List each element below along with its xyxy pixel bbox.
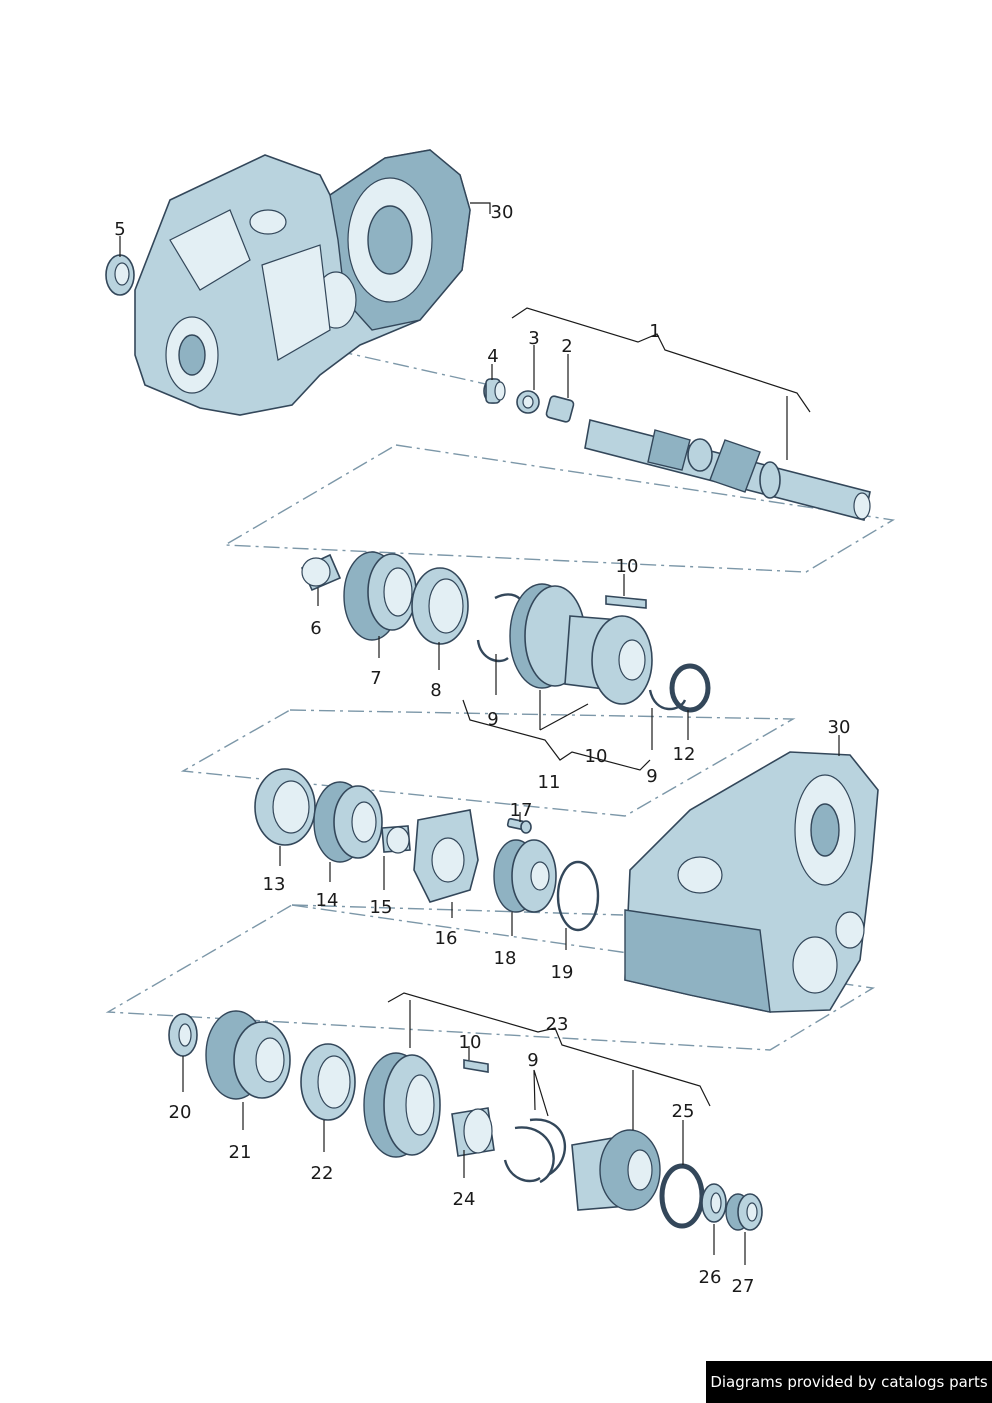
- ring-25: [659, 1163, 705, 1229]
- synchro-ring-22: [300, 1043, 356, 1121]
- callout-12: 12: [673, 744, 696, 765]
- credit-banner: Diagrams provided by catalogs parts: [706, 1361, 992, 1403]
- circlip-9-lower: [503, 1118, 566, 1184]
- callout-1: 1: [649, 321, 660, 342]
- needle-bearing-15: [381, 825, 411, 854]
- callout-30-upper: 30: [491, 202, 514, 223]
- transmission-housing-lower: [624, 751, 879, 1013]
- synchro-ring-8: [411, 567, 469, 645]
- leader-lines: [119, 202, 840, 1265]
- synchro-hub-assembly-11: [509, 583, 653, 705]
- callout-14: 14: [316, 890, 339, 911]
- seal-5: [105, 254, 135, 296]
- needle-bearing-24: [451, 1107, 495, 1157]
- callout-6: 6: [310, 618, 321, 639]
- callout-5: 5: [114, 219, 125, 240]
- callout-9-right: 9: [646, 766, 657, 787]
- bearing-parts-top: [483, 378, 575, 423]
- callout-26: 26: [699, 1267, 722, 1288]
- callout-8: 8: [430, 680, 441, 701]
- callout-18: 18: [494, 948, 517, 969]
- callout-13: 13: [263, 874, 286, 895]
- gear-14: [313, 781, 383, 863]
- circlip-19: [556, 860, 600, 932]
- callout-16: 16: [435, 928, 458, 949]
- callout-9-left: 9: [487, 709, 498, 730]
- callout-21: 21: [229, 1142, 252, 1163]
- callout-23: 23: [546, 1014, 569, 1035]
- callout-2: 2: [561, 336, 572, 357]
- retaining-plate-16: [413, 809, 479, 903]
- callout-22: 22: [311, 1163, 334, 1184]
- transmission-housing-upper: [134, 149, 471, 416]
- gear-7: [343, 551, 417, 641]
- synchro-sleeve-23: [363, 1052, 441, 1158]
- callout-20: 20: [169, 1102, 192, 1123]
- callout-10-bottom: 10: [459, 1032, 482, 1053]
- callout-24: 24: [453, 1189, 476, 1210]
- callout-27: 27: [732, 1276, 755, 1297]
- callout-25: 25: [672, 1101, 695, 1122]
- ring-12: [669, 663, 711, 713]
- washer-20: [168, 1013, 198, 1057]
- washer-26: [701, 1183, 727, 1223]
- callout-17: 17: [510, 800, 533, 821]
- callout-labels: 1 2 3 4 5 30 6 7 8 10 9 10 12 9 11 30 17…: [114, 202, 850, 1297]
- hub-gear-lower: [571, 1129, 661, 1211]
- callout-19: 19: [551, 962, 574, 983]
- flange-nut-27: [725, 1193, 763, 1231]
- callout-10-mid: 10: [585, 746, 608, 767]
- key-10c: [463, 1059, 489, 1073]
- callout-10-top: 10: [616, 556, 639, 577]
- callout-7: 7: [370, 668, 381, 689]
- key-10a: [605, 595, 647, 609]
- needle-bearing-6: [300, 553, 342, 592]
- callout-11: 11: [538, 772, 561, 793]
- callout-3: 3: [528, 328, 539, 349]
- callout-15: 15: [370, 897, 393, 918]
- ball-bearing-18: [493, 839, 557, 913]
- callout-9-bottom: 9: [527, 1050, 538, 1071]
- callout-30-lower: 30: [828, 717, 851, 738]
- gear-21: [205, 1010, 291, 1100]
- input-shaft-1: [584, 419, 871, 521]
- synchro-ring-13: [254, 768, 316, 846]
- callout-4: 4: [487, 346, 498, 367]
